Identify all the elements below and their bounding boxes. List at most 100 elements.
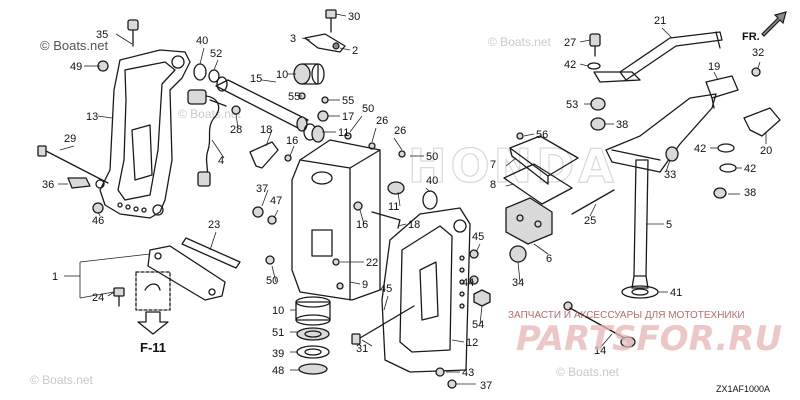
leader-line bbox=[301, 37, 311, 41]
screw-28 bbox=[231, 105, 241, 115]
bolt-14 bbox=[563, 301, 636, 348]
leader-line bbox=[425, 187, 431, 193]
washer-42a bbox=[587, 62, 601, 70]
bolt-27 bbox=[589, 33, 601, 57]
callout-21: 21 bbox=[654, 15, 666, 27]
bolt-50c bbox=[265, 255, 275, 265]
rod-25 bbox=[571, 189, 615, 215]
site-tagline: ЗАПЧАСТИ И АКСЕССУАРЫ ДЛЯ МОТОТЕХНИКИ bbox=[508, 310, 745, 321]
callout-23: 23 bbox=[208, 219, 220, 231]
callout-41: 41 bbox=[670, 287, 682, 299]
washers-42-38b bbox=[713, 143, 737, 199]
trim-switch-4 bbox=[187, 89, 227, 187]
leader-line bbox=[199, 47, 205, 65]
leader-line bbox=[261, 79, 277, 83]
bushing-17 bbox=[317, 110, 329, 122]
leader-line bbox=[579, 63, 589, 67]
callout-37b: 37 bbox=[480, 380, 492, 392]
callout-36: 36 bbox=[42, 179, 54, 191]
callout-26b: 26 bbox=[394, 125, 406, 137]
callout-2: 2 bbox=[352, 45, 358, 57]
leader-line bbox=[115, 33, 133, 45]
callout-52: 52 bbox=[210, 48, 222, 60]
callout-6: 6 bbox=[546, 253, 552, 265]
callout-40a: 40 bbox=[196, 35, 208, 47]
bolt-31 bbox=[351, 305, 415, 345]
leader-line bbox=[505, 157, 517, 167]
leader-line bbox=[475, 243, 481, 253]
leader-line bbox=[339, 47, 351, 51]
callout-50c: 50 bbox=[266, 275, 278, 287]
callout-17: 17 bbox=[342, 111, 354, 123]
copyright-mark: © Boats.net bbox=[40, 38, 109, 53]
watermark-text: © Boats.net bbox=[488, 35, 552, 49]
nut-37-47 bbox=[252, 206, 277, 225]
callout-11a: 11 bbox=[338, 127, 349, 139]
leader-line bbox=[349, 281, 361, 285]
callout-42c: 42 bbox=[744, 163, 756, 175]
bolt-32 bbox=[751, 67, 761, 77]
callout-14: 14 bbox=[594, 345, 606, 357]
callout-3: 3 bbox=[290, 33, 296, 45]
gasket-8 bbox=[503, 163, 573, 205]
leader-line bbox=[713, 71, 719, 81]
watermark-text: © Boats.net bbox=[178, 107, 242, 121]
callout-13: 13 bbox=[86, 111, 98, 123]
leader-line bbox=[79, 291, 115, 299]
callout-31: 31 bbox=[356, 343, 368, 355]
callout-55b: 55 bbox=[342, 95, 354, 107]
callout-4: 4 bbox=[218, 155, 224, 167]
callout-15: 15 bbox=[250, 73, 262, 85]
site-banner: ЗАПЧАСТИ И АКСЕССУАРЫ ДЛЯ МОТОТЕХНИКИ PA… bbox=[508, 310, 782, 359]
callout-53: 53 bbox=[566, 99, 578, 111]
washer-48 bbox=[298, 363, 328, 375]
leader-line bbox=[523, 133, 535, 137]
leader-lines bbox=[58, 13, 767, 385]
callout-33: 33 bbox=[664, 169, 676, 181]
callout-32: 32 bbox=[752, 47, 764, 59]
seal-51 bbox=[296, 327, 330, 341]
leader-line bbox=[383, 295, 389, 311]
leader-line bbox=[533, 243, 549, 255]
leader-line bbox=[397, 223, 407, 227]
callout-34: 34 bbox=[512, 277, 524, 289]
callout-49a: 49 bbox=[70, 61, 82, 73]
callout-26a: 26 bbox=[376, 115, 388, 127]
swivel-case-9 bbox=[291, 139, 381, 301]
leader-line bbox=[59, 145, 75, 151]
callout-38a: 38 bbox=[616, 119, 628, 131]
callout-48: 48 bbox=[272, 365, 284, 377]
leader-line bbox=[335, 13, 347, 17]
bolt-30 bbox=[325, 9, 337, 33]
tilt-shaft-15 bbox=[215, 76, 309, 132]
callout-7: 7 bbox=[490, 159, 496, 171]
collar-53-38a bbox=[590, 97, 606, 131]
callout-22: 22 bbox=[366, 257, 378, 269]
cover-7 bbox=[509, 132, 579, 185]
nut-43-37 bbox=[435, 367, 457, 389]
valve-6 bbox=[505, 197, 553, 245]
bushing-11a bbox=[303, 123, 325, 143]
nut-54 bbox=[473, 289, 491, 307]
callout-45a: 45 bbox=[472, 231, 484, 243]
leader-line bbox=[271, 265, 277, 283]
watermark-text: © Boats.net bbox=[556, 365, 620, 379]
callout-44: 44 bbox=[462, 277, 474, 289]
hook-18 bbox=[249, 141, 279, 169]
stern-bracket-right bbox=[381, 207, 471, 373]
leader-line bbox=[209, 231, 217, 251]
tiller-rod-21 bbox=[593, 31, 723, 83]
callout-42a: 42 bbox=[564, 59, 576, 71]
front-direction-indicator: FR. bbox=[742, 11, 787, 43]
callout-56: 56 bbox=[536, 129, 548, 141]
bushing-11b bbox=[387, 181, 405, 195]
bolt-16-18 bbox=[353, 201, 401, 229]
callout-10b: 10 bbox=[272, 305, 284, 317]
leader-line bbox=[757, 61, 761, 69]
site-name: PARTSFOR.RU bbox=[516, 319, 782, 359]
steering-arm bbox=[605, 93, 717, 173]
callout-20: 20 bbox=[760, 145, 772, 157]
leader-line bbox=[665, 159, 671, 173]
callout-27: 27 bbox=[564, 37, 576, 49]
